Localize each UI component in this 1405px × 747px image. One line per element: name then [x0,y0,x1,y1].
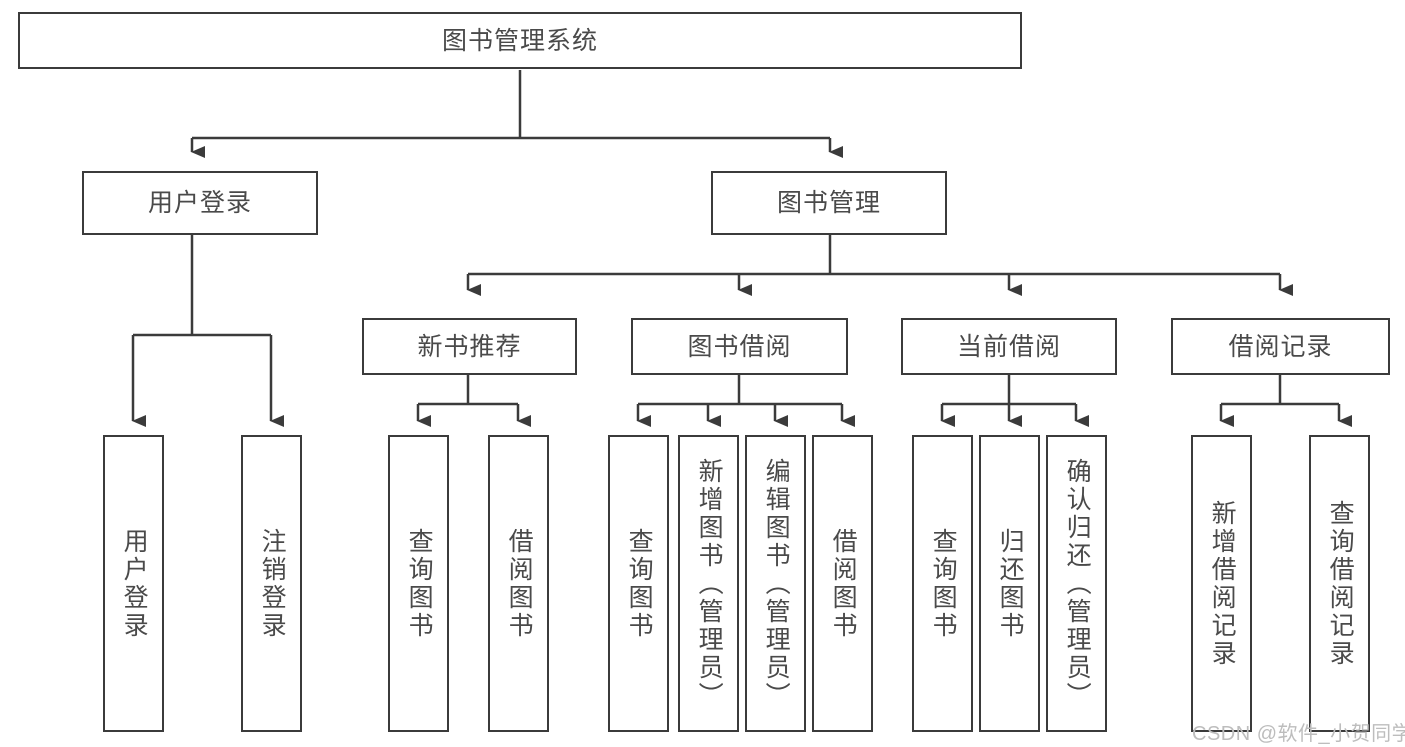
leaf-user-login[interactable]: 用户登录 [103,435,164,732]
node-borrow-record[interactable]: 借阅记录 [1171,318,1390,375]
leaf-borrow-book-recommend[interactable]: 借阅图书 [488,435,549,732]
leaf-query-book-borrow[interactable]: 查询图书 [608,435,669,732]
node-label: 新增借阅记录 [1208,499,1237,668]
node-label: 图书管理系统 [441,26,598,55]
leaf-query-book-current[interactable]: 查询图书 [912,435,973,732]
leaf-query-borrow-record[interactable]: 查询借阅记录 [1309,435,1370,732]
node-label: 图书借阅 [687,332,792,361]
node-label: 用户登录 [120,527,149,640]
node-label: 编辑图书（管理员） [762,457,791,710]
node-label: 查询图书 [625,527,654,640]
node-label: 归还图书 [996,527,1025,640]
leaf-add-book-admin[interactable]: 新增图书（管理员） [678,435,739,732]
leaf-add-borrow-record[interactable]: 新增借阅记录 [1191,435,1252,732]
node-root-system[interactable]: 图书管理系统 [18,12,1022,69]
leaf-edit-book-admin[interactable]: 编辑图书（管理员） [745,435,806,732]
leaf-logout[interactable]: 注销登录 [241,435,302,732]
leaf-query-book-recommend[interactable]: 查询图书 [388,435,449,732]
node-current-borrow[interactable]: 当前借阅 [901,318,1117,375]
leaf-confirm-return-admin[interactable]: 确认归还（管理员） [1046,435,1107,732]
csdn-watermark: CSDN @软件_小贺同学 [1192,723,1405,745]
node-label: 借阅图书 [829,527,858,640]
node-label: 借阅图书 [505,527,534,640]
node-label: 查询图书 [405,527,434,640]
node-label: 新书推荐 [417,332,522,361]
node-book-management[interactable]: 图书管理 [711,171,947,235]
node-new-book-recommend[interactable]: 新书推荐 [362,318,577,375]
node-label: 借阅记录 [1228,332,1333,361]
leaf-return-book[interactable]: 归还图书 [979,435,1040,732]
leaf-borrow-book[interactable]: 借阅图书 [812,435,873,732]
node-label: 新增图书（管理员） [695,457,724,710]
node-label: 图书管理 [776,189,881,217]
node-label: 用户登录 [147,189,252,217]
node-user-login[interactable]: 用户登录 [82,171,318,235]
node-label: 注销登录 [258,527,287,640]
node-label: 当前借阅 [956,332,1061,361]
node-label: 查询借阅记录 [1326,499,1355,668]
node-label: 查询图书 [929,527,958,640]
node-book-borrow[interactable]: 图书借阅 [631,318,848,375]
node-label: 确认归还（管理员） [1063,457,1092,710]
